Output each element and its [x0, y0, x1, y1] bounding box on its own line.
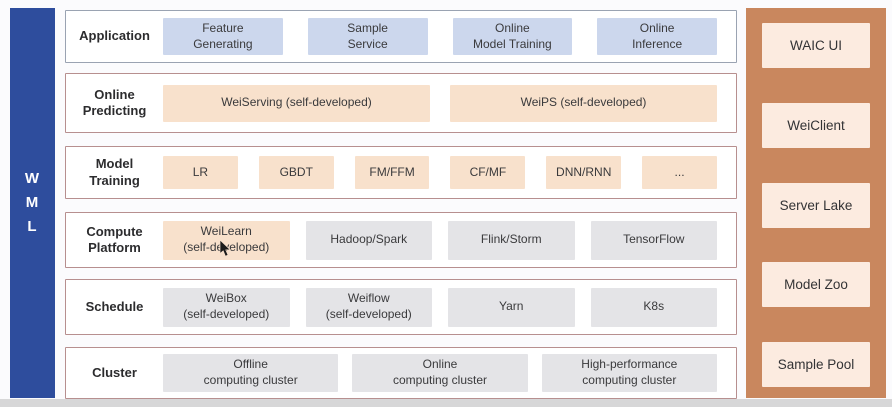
- layer-boxes: WeiLearn (self-developed) Hadoop/Spark F…: [163, 220, 717, 260]
- box-online-model-training: Online Model Training: [452, 17, 573, 56]
- tools-side-bar: WAIC UI WeiClient Server Lake Model Zoo …: [746, 8, 886, 398]
- box-dnn-rnn: DNN/RNN: [546, 156, 622, 189]
- box-tensorflow: TensorFlow: [590, 220, 717, 260]
- box-k8s: K8s: [590, 287, 717, 327]
- box-weibox: WeiBox (self-developed): [163, 287, 290, 327]
- mouse-cursor-icon: [219, 240, 232, 257]
- box-offline-computing-cluster: Offline computing cluster: [163, 354, 339, 392]
- box-sample-service: Sample Service: [307, 17, 428, 56]
- layer-label-model-training: Model Training: [89, 156, 140, 188]
- box-cf-mf: CF/MF: [450, 156, 526, 189]
- sidebar-item-waic-ui: WAIC UI: [762, 23, 870, 68]
- box-online-computing-cluster: Online computing cluster: [352, 354, 528, 392]
- layer-cluster: Cluster Offline computing cluster Online…: [65, 347, 737, 399]
- sidebar-item-weiclient: WeiClient: [762, 102, 870, 148]
- layer-application: Application Feature Generating Sample Se…: [65, 10, 737, 63]
- layers-stack: Application Feature Generating Sample Se…: [65, 0, 737, 407]
- layer-label-application: Application: [79, 28, 150, 44]
- layer-boxes: Feature Generating Sample Service Online…: [163, 17, 717, 56]
- box-hadoop-spark: Hadoop/Spark: [305, 220, 432, 260]
- layer-label-online-predicting: Online Predicting: [82, 86, 147, 118]
- box-fm-ffm: FM/FFM: [354, 156, 430, 189]
- layer-online-predicting: Online Predicting WeiServing (self-devel…: [65, 73, 737, 133]
- box-high-performance-computing-cluster: High-performance computing cluster: [541, 354, 717, 392]
- wml-label: W M L: [24, 170, 41, 235]
- box-weiflow: Weiflow (self-developed): [305, 287, 432, 327]
- sidebar-item-sample-pool: Sample Pool: [762, 342, 870, 387]
- box-weips: WeiPS (self-developed): [450, 84, 717, 122]
- layer-boxes: WeiServing (self-developed) WeiPS (self-…: [163, 84, 717, 122]
- box-feature-generating: Feature Generating: [163, 17, 283, 56]
- box-lr: LR: [163, 156, 238, 189]
- box-yarn: Yarn: [448, 287, 575, 327]
- layer-boxes: LR GBDT FM/FFM CF/MF DNN/RNN ...: [163, 156, 717, 189]
- layer-schedule: Schedule WeiBox (self-developed) Weiflow…: [65, 279, 737, 335]
- layer-label-compute-platform: Compute Platform: [86, 223, 143, 255]
- layer-boxes: WeiBox (self-developed) Weiflow (self-de…: [163, 287, 717, 327]
- layer-boxes: Offline computing cluster Online computi…: [163, 354, 717, 392]
- sidebar-item-server-lake: Server Lake: [762, 182, 870, 228]
- box-weiserving: WeiServing (self-developed): [163, 84, 430, 122]
- layer-compute-platform: Compute Platform WeiLearn (self-develope…: [65, 212, 737, 268]
- layer-label-schedule: Schedule: [85, 298, 144, 314]
- box-gbdt: GBDT: [258, 156, 334, 189]
- wml-side-bar: W M L: [10, 8, 55, 398]
- box-flink-storm: Flink/Storm: [448, 220, 575, 260]
- box-more-models: ...: [642, 156, 717, 189]
- layer-label-cluster: Cluster: [92, 364, 137, 380]
- sidebar-item-model-zoo: Model Zoo: [762, 262, 870, 308]
- layer-model-training: Model Training LR GBDT FM/FFM CF/MF DNN/…: [65, 146, 737, 199]
- bottom-letterbox-strip: [0, 399, 892, 407]
- box-online-inference: Online Inference: [597, 17, 717, 56]
